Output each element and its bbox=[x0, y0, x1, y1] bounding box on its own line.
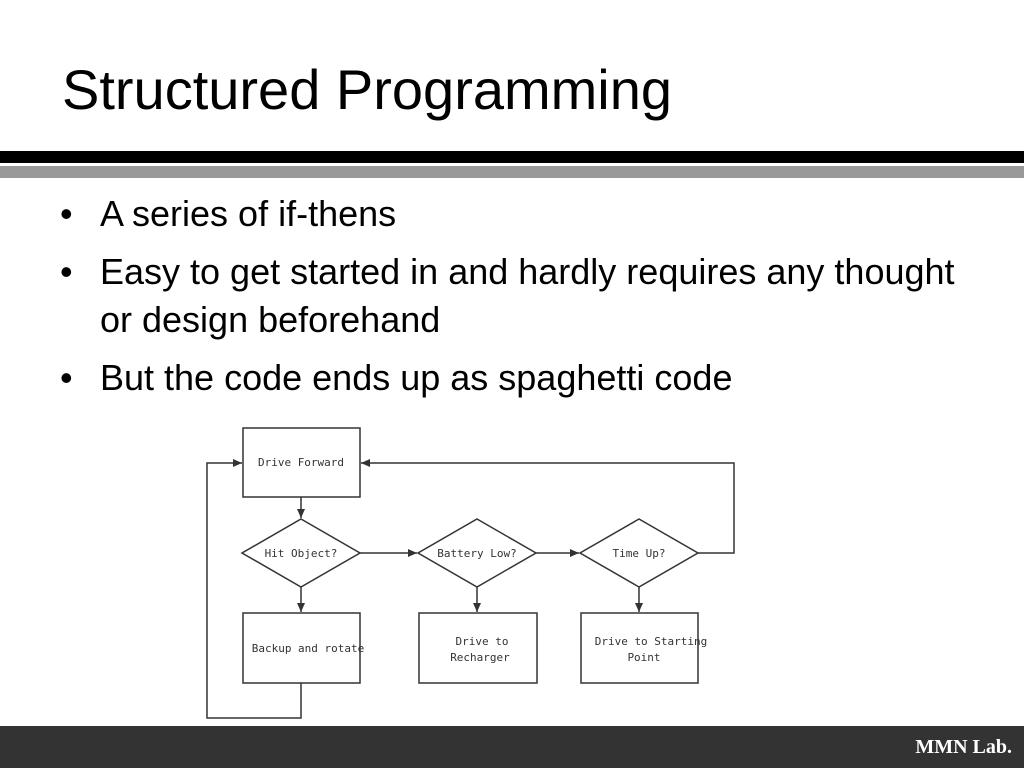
bullet-item: • Easy to get started in and hardly requ… bbox=[60, 248, 960, 344]
decision-battery-low: Battery Low? bbox=[416, 518, 538, 588]
edge-backup-loop-back bbox=[206, 459, 302, 719]
footer-bar: MMN Lab. bbox=[0, 726, 1024, 768]
title-rule-light bbox=[0, 166, 1024, 178]
node-drive-start: Drive to Starting Point bbox=[580, 612, 708, 684]
decision-time-up-label: Time Up? bbox=[613, 547, 666, 560]
bullet-item: • A series of if-thens bbox=[60, 190, 960, 238]
footer-label: MMN Lab. bbox=[915, 736, 1012, 758]
bullet-list: • A series of if-thens • Easy to get sta… bbox=[60, 190, 960, 412]
slide-title: Structured Programming bbox=[62, 58, 673, 121]
decision-hit-object: Hit Object? bbox=[240, 518, 362, 588]
node-drive-recharger-label-1: Drive to bbox=[456, 635, 509, 648]
node-backup-rotate: Backup and rotate bbox=[242, 612, 365, 684]
node-drive-recharger: Drive to Recharger bbox=[418, 612, 538, 684]
node-drive-recharger-label-2: Recharger bbox=[450, 651, 510, 664]
decision-hit-object-label: Hit Object? bbox=[265, 547, 338, 560]
bullet-marker: • bbox=[60, 251, 73, 292]
bullet-marker: • bbox=[60, 193, 73, 234]
bullet-item: • But the code ends up as spaghetti code bbox=[60, 354, 960, 402]
edge-time-loop-back bbox=[361, 459, 735, 554]
bullet-text: A series of if-thens bbox=[100, 193, 397, 234]
node-backup-rotate-label: Backup and rotate bbox=[252, 642, 365, 655]
node-drive-start-label-2: Point bbox=[627, 651, 660, 664]
decision-battery-low-label: Battery Low? bbox=[437, 547, 516, 560]
node-drive-forward: Drive Forward bbox=[242, 427, 361, 498]
bullet-text: Easy to get started in and hardly requir… bbox=[100, 251, 955, 340]
title-rule-dark bbox=[0, 151, 1024, 163]
bullet-marker: • bbox=[60, 357, 73, 398]
bullet-text: But the code ends up as spaghetti code bbox=[100, 357, 733, 398]
node-drive-start-label-1: Drive to Starting bbox=[595, 635, 708, 648]
decision-time-up: Time Up? bbox=[578, 518, 700, 588]
node-drive-forward-label: Drive Forward bbox=[258, 456, 344, 469]
